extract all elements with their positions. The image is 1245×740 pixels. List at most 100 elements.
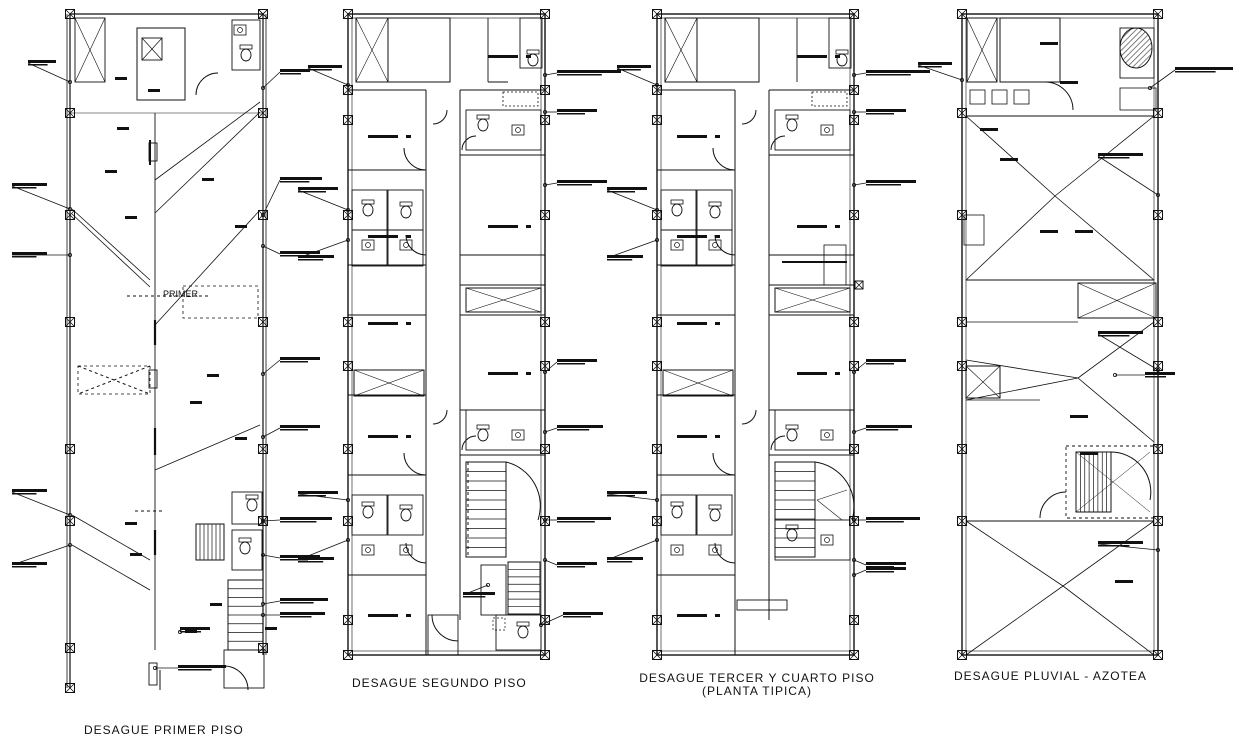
shaft-cross bbox=[966, 17, 998, 83]
toilet bbox=[477, 428, 489, 442]
toilet bbox=[517, 625, 529, 639]
annotation-text bbox=[1098, 541, 1143, 544]
label-block bbox=[797, 372, 827, 375]
label-block bbox=[117, 127, 129, 130]
leader-dot bbox=[852, 429, 857, 434]
toilet-tank bbox=[785, 424, 799, 430]
plan4-top-room bbox=[999, 17, 1061, 83]
sink-bowl bbox=[515, 432, 521, 438]
column-cross bbox=[65, 683, 75, 693]
annotation-subtext bbox=[1098, 335, 1130, 337]
toilet bbox=[246, 498, 258, 512]
label-block bbox=[677, 235, 707, 238]
leader-line bbox=[262, 427, 281, 438]
annotation-text bbox=[866, 562, 906, 565]
label-block bbox=[980, 128, 998, 131]
plan3-bath-bottom bbox=[774, 519, 851, 561]
label-block bbox=[677, 322, 707, 325]
plan4-water-tank bbox=[1119, 27, 1153, 69]
column-marker bbox=[849, 317, 859, 327]
leader-dot bbox=[485, 583, 490, 588]
column-cross bbox=[343, 615, 353, 625]
plan-bath-top bbox=[519, 17, 543, 69]
leader-dot bbox=[345, 83, 350, 88]
plan1-drain-pipe bbox=[71, 514, 151, 561]
sink-bowl bbox=[712, 547, 718, 553]
label-block bbox=[488, 225, 518, 228]
column-cross bbox=[65, 516, 75, 526]
leader-line bbox=[853, 559, 867, 566]
column-marker bbox=[1153, 361, 1163, 371]
column-marker bbox=[65, 9, 75, 19]
plan2-landing bbox=[480, 564, 507, 616]
column-cross bbox=[343, 650, 353, 660]
leader-dot bbox=[1156, 367, 1161, 372]
annotation-text bbox=[866, 109, 906, 112]
leader-line bbox=[307, 67, 349, 86]
annotation-subtext bbox=[866, 74, 911, 76]
label-block bbox=[406, 235, 411, 238]
plan4-slope bbox=[965, 115, 1056, 197]
leader-dot bbox=[345, 237, 350, 242]
toilet-tank bbox=[361, 199, 375, 205]
label-block bbox=[715, 235, 720, 238]
plan1-dashed-area bbox=[182, 285, 259, 319]
leader-dot bbox=[68, 80, 73, 85]
annotation-text bbox=[607, 557, 643, 560]
leader-dot bbox=[260, 519, 265, 524]
sink-bowl bbox=[712, 242, 718, 248]
annotation-subtext bbox=[280, 73, 301, 75]
label-block bbox=[835, 55, 840, 58]
door-swing bbox=[403, 452, 427, 476]
annotation-text bbox=[607, 255, 643, 258]
column-cross bbox=[540, 615, 550, 625]
leader-line bbox=[11, 185, 71, 210]
annotation-text bbox=[866, 70, 930, 73]
plan1-register-box bbox=[148, 142, 158, 162]
plan-title-floor-3-4-line1: DESAGUE TERCER Y CUARTO PISO bbox=[639, 671, 875, 685]
annotation-text bbox=[12, 489, 47, 492]
annotation-subtext bbox=[607, 561, 633, 563]
leader-dot bbox=[345, 207, 350, 212]
toilet bbox=[400, 508, 412, 522]
leader-dot bbox=[543, 110, 548, 115]
plan4-shaft-left bbox=[965, 365, 1001, 399]
leader-line bbox=[544, 182, 558, 186]
plan1-bath-bottom-2 bbox=[231, 529, 263, 571]
column-cross bbox=[849, 361, 859, 371]
plan1-drain-pipe bbox=[71, 544, 151, 591]
leader-dot bbox=[1156, 192, 1161, 197]
plan-bath-left bbox=[351, 189, 388, 231]
plan-bath-right bbox=[465, 109, 542, 151]
annotation-text bbox=[557, 359, 597, 362]
column-marker bbox=[849, 115, 859, 125]
plan2-spiral-stair bbox=[505, 461, 541, 521]
column-cross bbox=[849, 444, 859, 454]
column-cross bbox=[258, 9, 268, 19]
sink-bowl bbox=[365, 547, 371, 553]
leader-dot bbox=[260, 602, 265, 607]
annotation-subtext bbox=[298, 191, 326, 193]
plan-bath-left-5 bbox=[351, 494, 388, 536]
toilet-tank bbox=[708, 201, 722, 207]
annotation-text bbox=[280, 555, 320, 558]
leader-dot bbox=[345, 497, 350, 502]
annotation-text bbox=[280, 517, 332, 520]
leader-dot bbox=[852, 518, 857, 523]
column-cross bbox=[65, 317, 75, 327]
annotation-subtext bbox=[557, 566, 585, 568]
door-swing bbox=[403, 147, 427, 171]
toilet-tank bbox=[785, 524, 799, 530]
plan4-slope bbox=[965, 585, 1064, 656]
column-cross bbox=[1153, 317, 1163, 327]
plan-bath-left-2 bbox=[696, 189, 733, 231]
column-marker bbox=[540, 615, 550, 625]
annotation-text bbox=[463, 592, 495, 595]
label-block bbox=[368, 435, 398, 438]
column-cross bbox=[540, 650, 550, 660]
leader-dot bbox=[852, 110, 857, 115]
plan-bath-left-4 bbox=[696, 229, 733, 267]
column-cross bbox=[540, 361, 550, 371]
label-block bbox=[368, 322, 398, 325]
column-cross bbox=[65, 643, 75, 653]
